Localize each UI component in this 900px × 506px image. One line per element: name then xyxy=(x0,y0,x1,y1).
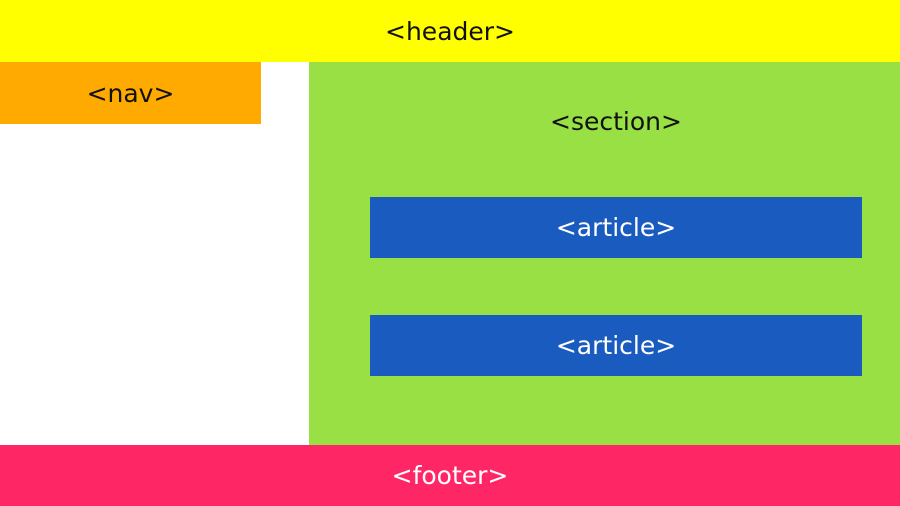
footer-label: <footer> xyxy=(391,461,509,490)
section-label-text: <section> xyxy=(550,106,682,136)
footer-block: <footer> xyxy=(0,445,900,506)
nav-label: <nav> xyxy=(86,78,175,108)
article-block-1: <article> xyxy=(370,197,862,258)
nav-block: <nav> xyxy=(0,62,261,124)
header-label: <header> xyxy=(385,16,515,46)
section-label: <section> xyxy=(309,100,900,142)
article-block-2: <article> xyxy=(370,315,862,376)
article-label-1: <article> xyxy=(555,213,677,242)
header-block: <header> xyxy=(0,0,900,62)
article-label-2: <article> xyxy=(555,331,677,360)
